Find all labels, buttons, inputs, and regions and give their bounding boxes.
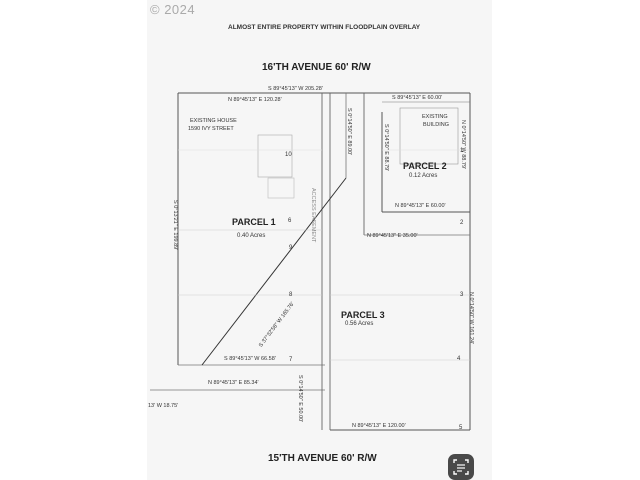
lot-number-4: 4 [457,356,461,362]
existing-building-label-2: BUILDING [423,122,449,128]
existing-house-label: EXISTING HOUSE [190,118,237,124]
lot-number-10: 10 [285,152,292,158]
bearing-parcel1-west: S 0°13'21" E 199.89' [172,200,178,251]
bearing-parcel1-top: N 89°45'13" E 120.28' [228,97,282,103]
lot-number-8: 8 [289,292,293,298]
image-search-button[interactable] [448,454,474,480]
plat-sheet [147,0,492,480]
parcel2-acres: 0.12 Acres [409,173,438,179]
bearing-p2-west: S 0°14'50" E 88.79' [383,124,389,172]
lot-number-9: 9 [289,245,293,251]
parcel1-label: PARCEL 1 [232,217,276,227]
bearing-p2-bottom: N 89°45'13" E 60.00' [395,203,446,209]
bearing-strip-vertical: S 0°14'50" E 89.00' [346,108,352,156]
diagonal-boundary-line [201,177,347,366]
parcel3-label: PARCEL 3 [341,310,385,320]
bearing-p2-east: N 0°14'50" W 88.79' [460,120,466,170]
bearing-lower-left: N 89°45'13" E 85.34' [208,380,259,386]
lens-icon [453,459,469,475]
lot-number-3: 3 [460,292,464,298]
parcel3-acres: 0.56 Acres [345,321,374,327]
bearing-lower-inner: S 89°45'13" W 66.58' [224,356,276,362]
bearing-p3-bottom: N 89°45'13" E 120.00' [352,423,406,429]
bearing-p2-top: S 89°45'13" E 60.00' [392,95,443,101]
lot-number-2: 2 [460,220,464,226]
bearing-top-line: S 89°45'13" W 205.28' [268,86,323,92]
access-easement-label: ACCESS EASEMENT [310,188,316,243]
lot-number-7: 7 [289,357,293,363]
lot-number-5: 5 [459,425,463,431]
lot-number-6: 6 [288,218,292,224]
bearing-left-edge: 13' W 18.75' [148,403,179,409]
parcel1-acres: 0.40 Acres [237,233,266,239]
bearing-lower-vertical: S 0°14'50" E 50.00' [297,375,303,423]
bearing-p3-east: N 0°14'50" W 161.24' [468,292,474,345]
parcel2-label: PARCEL 2 [403,161,447,171]
existing-building-label-1: EXISTING [422,114,448,120]
house-wing-outline [267,177,295,199]
floodplain-note: ALMOST ENTIRE PROPERTY WITHIN FLOODPLAIN… [228,24,421,31]
house-address-label: 1590 IVY STREET [188,126,234,132]
existing-house-outline [257,134,293,178]
north-street-label: 16'TH AVENUE 60' R/W [262,62,371,73]
copyright-watermark: © 2024 [150,2,196,17]
existing-building-outline [399,107,459,165]
lot-number-1: 1 [460,148,464,154]
bearing-strip-bottom: N 89°45'13" E 35.00' [367,233,418,239]
south-street-label: 15'TH AVENUE 60' R/W [268,453,377,464]
